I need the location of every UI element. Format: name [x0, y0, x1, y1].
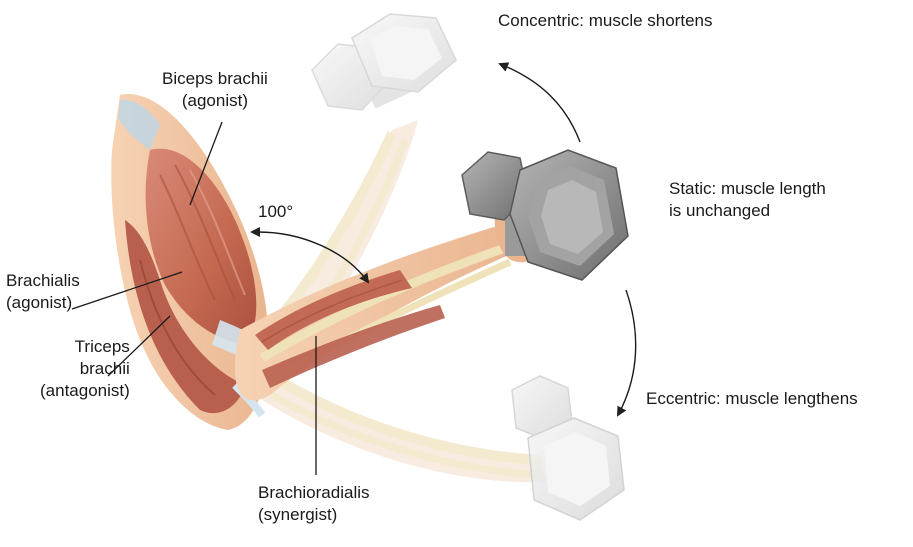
concentric-label: Concentric: muscle shortens — [498, 10, 712, 32]
triceps-label: Triceps brachii (antagonist) — [40, 336, 130, 402]
angle-label: 100° — [258, 201, 293, 223]
brachioradialis-label: Brachioradialis (synergist) — [258, 482, 370, 526]
eccentric-arrow — [618, 290, 636, 415]
brachialis-label: Brachialis (agonist) — [6, 270, 80, 314]
eccentric-label: Eccentric: muscle lengthens — [646, 388, 858, 410]
dumbbell-eccentric — [512, 376, 624, 520]
concentric-arrow — [500, 64, 580, 142]
forearm-eccentric-ghost — [262, 370, 545, 482]
static-label: Static: muscle length is unchanged — [669, 178, 826, 222]
dumbbell-concentric — [312, 14, 456, 110]
biceps-label: Biceps brachii (agonist) — [162, 68, 268, 112]
